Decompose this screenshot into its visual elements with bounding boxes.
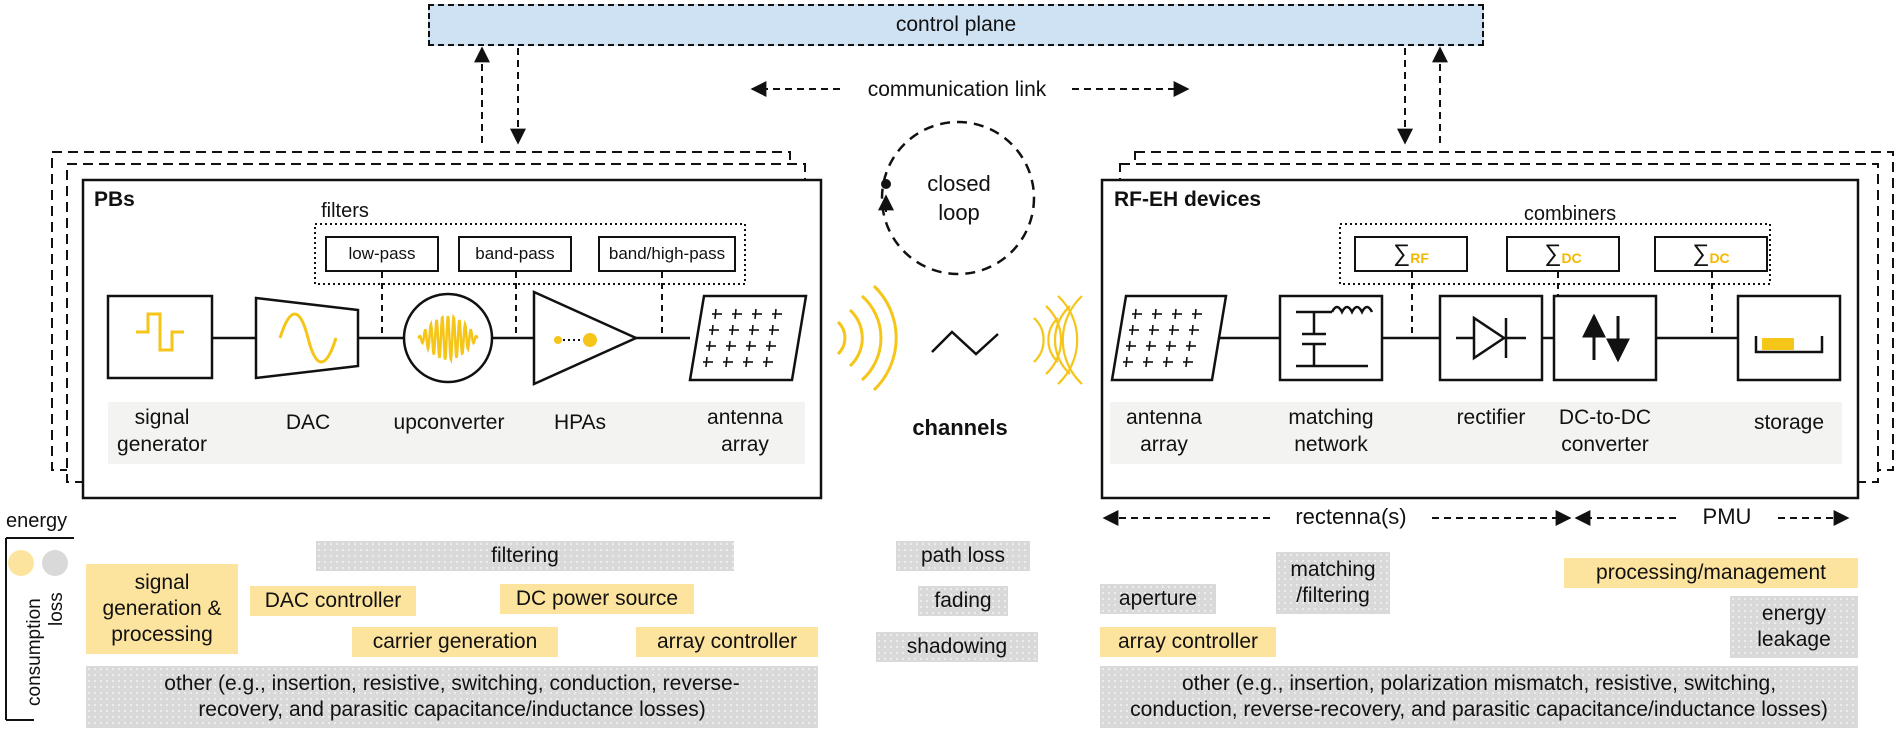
- oscillation-icon: [402, 292, 494, 384]
- communication-link-label: communication link: [867, 78, 1047, 101]
- label-hpas: HPAs: [553, 411, 607, 434]
- amplifier-icon: [532, 290, 640, 386]
- pb-filtering-tag: filtering: [316, 541, 734, 571]
- diode-icon: [1438, 294, 1544, 382]
- legend-bracket: [5, 537, 74, 721]
- combiners-group: [1339, 223, 1771, 285]
- square-pulse-icon: [106, 294, 214, 380]
- filter-low-pass[interactable]: low-pass: [325, 236, 439, 272]
- filters-group: [314, 223, 746, 285]
- control-plane-label: control plane: [895, 12, 1017, 36]
- control-plane[interactable]: control plane: [428, 4, 1484, 46]
- filters-label: filters: [321, 200, 369, 222]
- pb-filter-drops: [381, 272, 663, 338]
- eh-energy-leakage-tag: energy leakage: [1730, 596, 1858, 658]
- radiated-waves-icon: [836, 284, 898, 392]
- eh-array-controller-tag: array controller: [1100, 627, 1276, 657]
- sine-wave-icon: [254, 296, 360, 380]
- pmu-label: PMU: [1702, 504, 1752, 529]
- label-dac: DAC: [285, 411, 331, 434]
- channel-path-loss-tag: path loss: [896, 541, 1030, 571]
- combiners-label: combiners: [1523, 203, 1617, 225]
- loss-dot-icon: [42, 550, 68, 576]
- eh-aperture-tag: aperture: [1100, 584, 1216, 614]
- pb-array-controller-tag: array controller: [636, 627, 818, 657]
- control-links-right: [1397, 46, 1448, 145]
- eh-processing-management-tag: processing/management: [1564, 558, 1858, 588]
- pb-title: PBs: [94, 188, 135, 211]
- up-down-arrows-icon: [1552, 294, 1658, 382]
- rectenna-label: rectenna(s): [1295, 504, 1407, 529]
- rfeh-title: RF-EH devices: [1114, 188, 1262, 211]
- label-storage: storage: [1753, 411, 1825, 434]
- pb-dac-controller-tag: DAC controller: [250, 586, 416, 616]
- pb-dc-power-source-tag: DC power source: [500, 584, 694, 614]
- channel-shadowing-tag: shadowing: [876, 632, 1038, 662]
- label-upconverter: upconverter: [393, 411, 505, 434]
- antenna-array-icon: [1110, 294, 1228, 382]
- pb-signal-generation-tag: signal generation & processing: [86, 564, 238, 654]
- label-rectifier: rectifier: [1456, 406, 1526, 429]
- incoming-waves-icon: [1033, 295, 1083, 385]
- legend-consumption: consumption: [24, 598, 45, 706]
- control-links-left: [474, 46, 526, 145]
- eh-other-losses-tag: other (e.g., insertion, polarization mis…: [1100, 666, 1858, 728]
- antenna-array-icon: [688, 294, 808, 382]
- consumption-dot-icon: [8, 550, 34, 576]
- pb-other-losses-tag: other (e.g., insertion, resistive, switc…: [86, 666, 818, 728]
- channel-fading-tag: fading: [918, 586, 1008, 616]
- combiner-rf[interactable]: ∑RF: [1354, 236, 1468, 272]
- pb-carrier-generation-tag: carrier generation: [352, 627, 558, 657]
- combiner-dc-1[interactable]: ∑DC: [1506, 236, 1620, 272]
- battery-icon: [1736, 294, 1842, 382]
- eh-matching-filtering-tag: matching /filtering: [1276, 552, 1390, 614]
- filter-band-high-pass[interactable]: band/high-pass: [598, 236, 736, 272]
- closed-loop-icon: [878, 120, 1036, 276]
- lc-circuit-icon: [1278, 294, 1384, 382]
- combiner-dc-2[interactable]: ∑DC: [1654, 236, 1768, 272]
- legend-energy: energy: [6, 510, 68, 532]
- closed-loop-label: closed loop: [927, 171, 991, 225]
- filter-band-pass[interactable]: band-pass: [458, 236, 572, 272]
- channels-label: channels: [912, 415, 1008, 440]
- legend-loss: loss: [46, 592, 67, 626]
- channel-zigzag-icon: [931, 330, 999, 356]
